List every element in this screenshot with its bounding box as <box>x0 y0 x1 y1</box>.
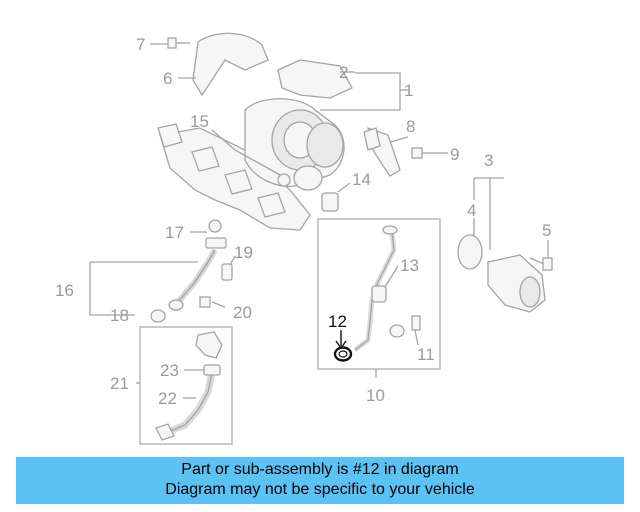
callout-19: 19 <box>234 243 253 262</box>
callout-7: 7 <box>136 35 145 54</box>
bolt-20 <box>199 296 211 308</box>
callout-3: 3 <box>484 151 493 170</box>
callout-15: 15 <box>190 112 209 131</box>
bolt-7 <box>167 37 190 49</box>
o-ring-4 <box>457 234 483 270</box>
callout-22: 22 <box>158 389 177 408</box>
bracket-8 <box>363 127 401 177</box>
clamp-13 <box>371 285 387 303</box>
turbocharger <box>244 98 345 191</box>
callout-2: 2 <box>339 63 348 82</box>
callout-1: 1 <box>404 81 413 100</box>
callout-4: 4 <box>467 201 476 220</box>
callout-5: 5 <box>542 221 551 240</box>
heat-shield-2 <box>277 59 353 99</box>
callout-11: 11 <box>417 345 435 364</box>
callout-8: 8 <box>406 117 415 136</box>
callout-23: 23 <box>160 361 179 380</box>
banner-line-1: Part or sub-assembly is #12 in diagram <box>181 461 459 478</box>
oil-feed-line-16 <box>168 219 227 311</box>
info-banner: Part or sub-assembly is #12 in diagram D… <box>16 457 624 504</box>
callout-12: 12 <box>328 312 347 331</box>
callout-18: 18 <box>110 306 129 325</box>
oil-return-hose-22 <box>155 364 221 441</box>
fitting-19 <box>221 263 233 281</box>
callout-21: 21 <box>110 374 129 393</box>
heat-shield-6 <box>192 32 269 97</box>
bolt-9 <box>411 147 436 159</box>
parts-diagram: 1 2 3 4 5 6 7 8 9 10 11 12 13 14 15 16 1… <box>55 32 553 445</box>
seal-12-highlighted <box>333 346 353 362</box>
callout-9: 9 <box>450 145 459 164</box>
callout-16: 16 <box>55 281 74 300</box>
callout-20: 20 <box>233 303 252 322</box>
washer-18 <box>150 309 166 323</box>
leader-lines <box>89 43 549 399</box>
callout-13: 13 <box>400 256 419 275</box>
seal-11 <box>389 315 421 338</box>
exhaust-manifold <box>157 123 311 231</box>
fitting-14 <box>321 192 339 212</box>
bracket-23 <box>195 331 223 359</box>
callout-17: 17 <box>165 223 184 242</box>
intake-hose-3 <box>487 254 546 313</box>
callout-6: 6 <box>163 69 172 88</box>
banner-line-2: Diagram may not be specific to your vehi… <box>165 481 475 498</box>
callout-14: 14 <box>352 170 371 189</box>
callout-10: 10 <box>366 386 385 405</box>
